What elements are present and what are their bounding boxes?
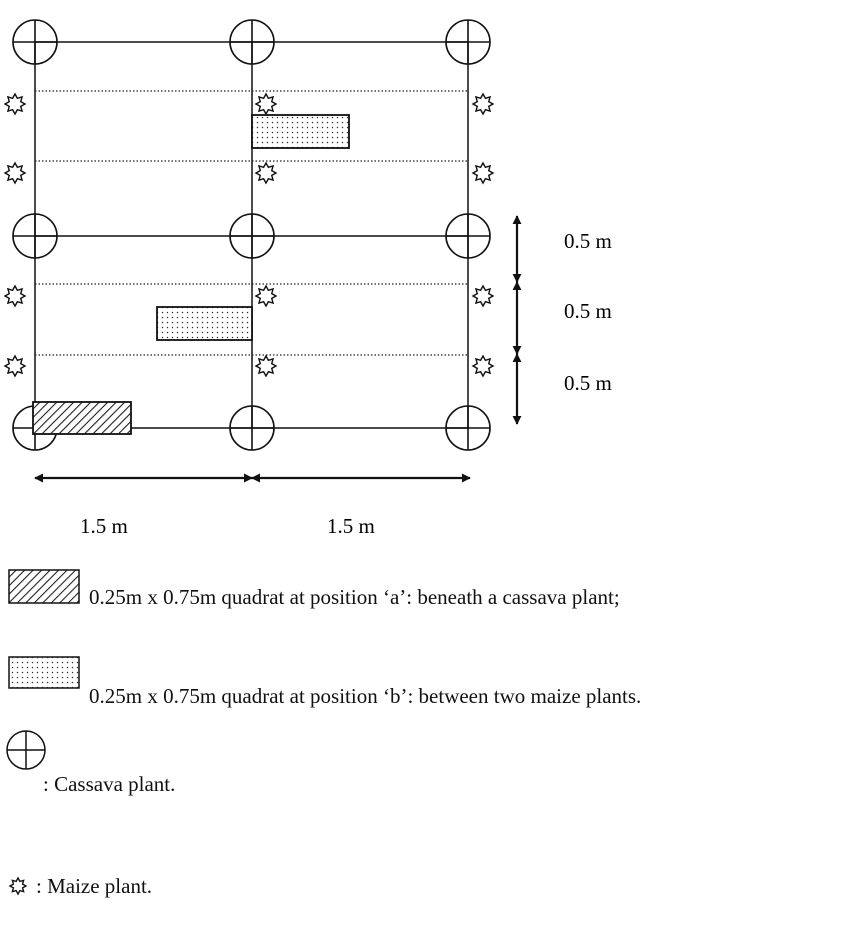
legend-quadrat-b-text: 0.25m x 0.75m quadrat at position ‘b’: b… <box>89 684 642 708</box>
quadrat-a <box>32 401 132 435</box>
row-spacing-label-1: 0.5 m <box>564 229 612 253</box>
cassava-plant-icon <box>445 405 491 451</box>
cassava-plant-icon <box>12 19 58 65</box>
legend-cassava-icon <box>6 730 46 770</box>
legend-quadrat-a-text: 0.25m x 0.75m quadrat at position ‘a’: b… <box>89 585 620 609</box>
cassava-plant-icon <box>445 213 491 259</box>
maize-plant-icon <box>8 876 28 896</box>
maize-plant-icon <box>471 92 495 116</box>
row-spacing-label-3: 0.5 m <box>564 371 612 395</box>
legend-cassava-text: : Cassava plant. <box>43 772 176 796</box>
maize-plant-icon <box>3 284 27 308</box>
maize-plant-icon <box>471 354 495 378</box>
cassava-plant-icon <box>12 213 58 259</box>
maize-plant-icon <box>3 92 27 116</box>
column-spacing-label-1: 1.5 m <box>80 514 128 538</box>
cassava-plant-icon <box>229 405 275 451</box>
cassava-plant-icon <box>229 19 275 65</box>
legend-hatched-quadrat-icon <box>8 569 80 604</box>
legend-maize-text: : Maize plant. <box>36 874 153 898</box>
maize-plant-icon <box>3 354 27 378</box>
column-spacing-label-2: 1.5 m <box>327 514 375 538</box>
maize-plants <box>3 92 495 378</box>
quadrat-b-top <box>251 114 350 149</box>
maize-plant-icon <box>254 92 278 116</box>
cassava-plant-icon <box>229 213 275 259</box>
row-spacing-label-2: 0.5 m <box>564 299 612 323</box>
maize-plant-icon <box>471 284 495 308</box>
maize-plant-icon <box>254 161 278 185</box>
maize-plant-icon <box>254 354 278 378</box>
cassava-plant-icon <box>445 19 491 65</box>
quadrat-b-middle <box>156 306 253 341</box>
maize-plant-icon <box>254 284 278 308</box>
legend-dotted-quadrat-icon <box>8 656 80 689</box>
maize-plant-icon <box>3 161 27 185</box>
maize-rows <box>35 90 468 356</box>
maize-plant-icon <box>471 161 495 185</box>
legend-maize-icon <box>8 876 28 896</box>
